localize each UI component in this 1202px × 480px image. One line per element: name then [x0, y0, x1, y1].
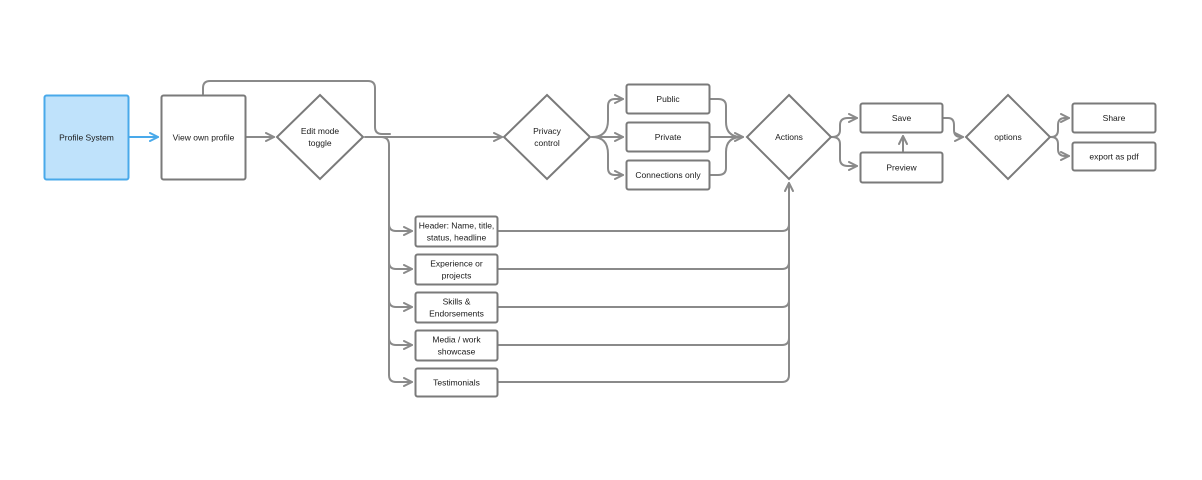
node-experience-section-label-line2: projects: [442, 271, 472, 281]
node-skills-section-label-line2: Endorsements: [429, 309, 484, 319]
node-edit-mode-toggle-shape: [275, 93, 365, 181]
node-save: Save: [859, 102, 944, 134]
node-connections-only-shape: [625, 159, 711, 191]
node-media-section: Media / work showcase: [414, 329, 499, 362]
node-privacy-control-shape: [502, 93, 592, 181]
node-options-label: options: [994, 132, 1021, 142]
node-export-pdf: export as pdf: [1071, 141, 1157, 172]
connector-view-loop: [202, 80, 391, 135]
connector-options-to-share: [1050, 113, 1070, 138]
node-experience-section-shape: [414, 253, 499, 286]
connector-options-to-export: [1050, 136, 1070, 161]
node-preview-label: Preview: [886, 163, 917, 173]
node-preview: Preview: [859, 151, 944, 184]
node-skills-section: Skills & Endorsements: [414, 291, 499, 324]
node-skills-section-shape: [414, 291, 499, 324]
connector-trunk-to-media: [388, 337, 413, 350]
node-profile-system-shape: [43, 94, 130, 181]
connector-media-to-actions: [497, 337, 790, 346]
node-testimonials-section-label: Testimonials: [433, 378, 480, 388]
connector-actions-to-save: [831, 113, 858, 138]
node-save-label: Save: [892, 113, 912, 123]
connector-skills-to-actions: [497, 299, 790, 308]
node-header-section-label-line2: status, headline: [427, 233, 487, 243]
node-header-section: Header: Name, title, status, headline: [414, 215, 499, 248]
node-edit-mode-toggle-label-line2: toggle: [308, 138, 331, 148]
node-edit-mode-toggle-label-line1: Edit mode: [301, 126, 340, 136]
node-media-section-label-line1: Media / work: [432, 335, 481, 345]
node-testimonials-section-shape: [414, 367, 499, 398]
node-private-shape: [625, 121, 711, 153]
node-connections-only-label: Connections only: [635, 170, 701, 180]
node-privacy-control-label-line1: Privacy: [533, 126, 562, 136]
connector-connections-to-actions: [709, 136, 743, 176]
connector-testimonials-to-actions: [497, 182, 794, 383]
node-public: Public: [625, 83, 711, 115]
connector-sections-trunk: [380, 136, 413, 387]
node-public-shape: [625, 83, 711, 115]
connector-trunk-to-skills: [388, 299, 413, 312]
node-media-section-shape: [414, 329, 499, 362]
node-testimonials-section: Testimonials: [414, 367, 499, 398]
node-public-label: Public: [656, 94, 680, 104]
node-experience-section-label-line1: Experience or: [430, 259, 483, 269]
node-share-label: Share: [1103, 113, 1126, 123]
connectors: [128, 80, 1070, 387]
connector-save-to-options: [942, 117, 964, 142]
node-privacy-control: Privacy control: [502, 93, 592, 181]
connector-trunk-to-experience: [388, 261, 413, 274]
node-options-shape: [964, 93, 1052, 181]
node-actions-shape: [745, 93, 833, 181]
node-view-own-profile: View own profile: [160, 94, 247, 181]
connector-experience-to-actions: [497, 261, 790, 270]
node-actions: Actions: [745, 93, 833, 181]
connector-header-to-actions: [497, 223, 790, 232]
node-export-pdf-label: export as pdf: [1089, 152, 1139, 162]
node-connections-only: Connections only: [625, 159, 711, 191]
node-share: Share: [1071, 102, 1157, 134]
connector-actions-to-preview: [831, 136, 858, 171]
node-media-section-label-line2: showcase: [438, 347, 476, 357]
node-header-section-label-line1: Header: Name, title,: [419, 221, 495, 231]
node-export-pdf-shape: [1071, 141, 1157, 172]
node-profile-system-label: Profile System: [59, 133, 114, 143]
node-view-own-profile-shape: [160, 94, 247, 181]
node-privacy-control-label-line2: control: [534, 138, 560, 148]
connector-trunk-to-header: [388, 223, 413, 236]
node-share-shape: [1071, 102, 1157, 134]
node-actions-label: Actions: [775, 132, 803, 142]
connector-privacy-to-connections: [591, 136, 624, 180]
node-preview-shape: [859, 151, 944, 184]
node-profile-system: Profile System: [43, 94, 130, 181]
node-save-shape: [859, 102, 944, 134]
connector-privacy-to-public: [591, 94, 624, 138]
node-private: Private: [625, 121, 711, 153]
node-header-section-shape: [414, 215, 499, 248]
node-experience-section: Experience or projects: [414, 253, 499, 286]
node-options: options: [964, 93, 1052, 181]
node-view-own-profile-label: View own profile: [173, 133, 235, 143]
connector-public-to-actions: [709, 98, 743, 138]
node-edit-mode-toggle: Edit mode toggle: [275, 93, 365, 181]
node-private-label: Private: [655, 132, 682, 142]
node-skills-section-label-line1: Skills &: [443, 297, 471, 307]
